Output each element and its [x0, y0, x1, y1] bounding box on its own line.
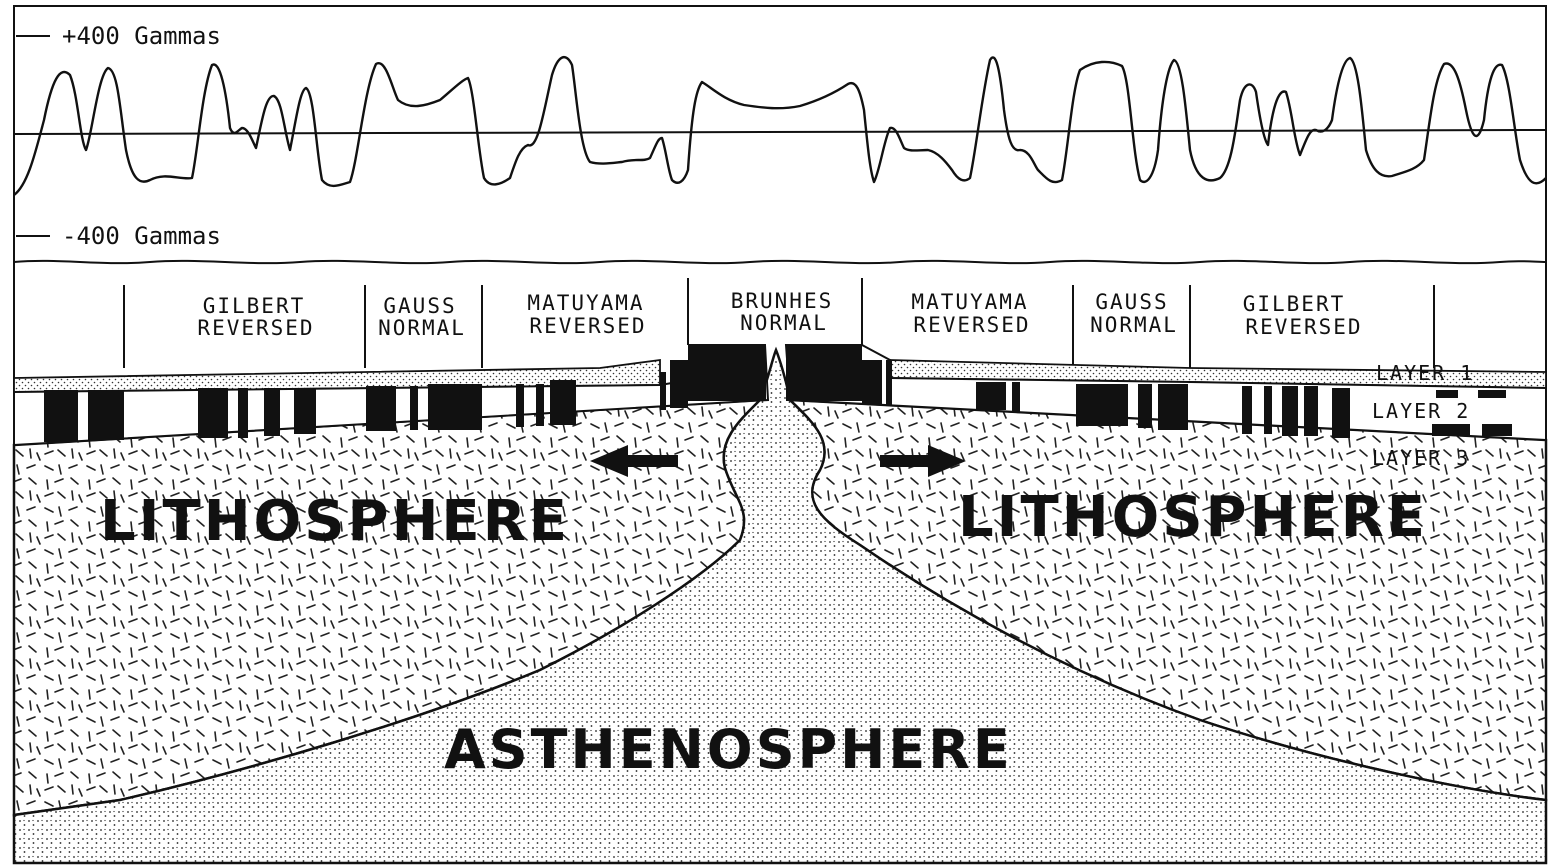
epoch-5-name: GAUSS: [1095, 290, 1168, 314]
lithosphere-right-label: LITHOSPHERE: [958, 485, 1428, 550]
minus-400-label: -400 Gammas: [62, 222, 221, 250]
layer-2-label: LAYER 2: [1372, 399, 1470, 423]
epoch-4-name: MATUYAMA: [911, 290, 1028, 314]
epoch-6-name: GILBERT: [1243, 292, 1346, 316]
layer-1-label: LAYER 1: [1376, 361, 1474, 385]
epoch-4-polarity: REVERSED: [913, 313, 1030, 337]
epoch-3-name: BRUNHES: [731, 289, 834, 313]
break-line: [14, 261, 1546, 263]
epoch-3-polarity: NORMAL: [740, 311, 828, 335]
layer-3-label: LAYER 3: [1372, 446, 1470, 470]
magnetic-profile-panel: +400 Gammas -400 Gammas: [14, 22, 1546, 263]
epoch-1-polarity: NORMAL: [378, 316, 466, 340]
epoch-0-name: GILBERT: [203, 294, 306, 318]
plus-400-label: +400 Gammas: [62, 22, 221, 50]
lithosphere-left-label: LITHOSPHERE: [100, 489, 570, 554]
epoch-0-polarity: REVERSED: [197, 316, 314, 340]
epoch-2-name: MATUYAMA: [527, 291, 644, 315]
asthenosphere-label: ASTHENOSPHERE: [444, 718, 1013, 781]
epoch-labels: GILBERT REVERSED GAUSS NORMAL MATUYAMA R…: [197, 289, 1362, 340]
layer-labels: LAYER 1 LAYER 2 LAYER 3: [1372, 361, 1474, 470]
epoch-5-polarity: NORMAL: [1090, 313, 1178, 337]
epoch-6-polarity: REVERSED: [1245, 315, 1362, 339]
magnetic-anomaly-curve: [14, 57, 1546, 195]
epoch-2-polarity: REVERSED: [529, 314, 646, 338]
epoch-1-name: GAUSS: [383, 294, 456, 318]
